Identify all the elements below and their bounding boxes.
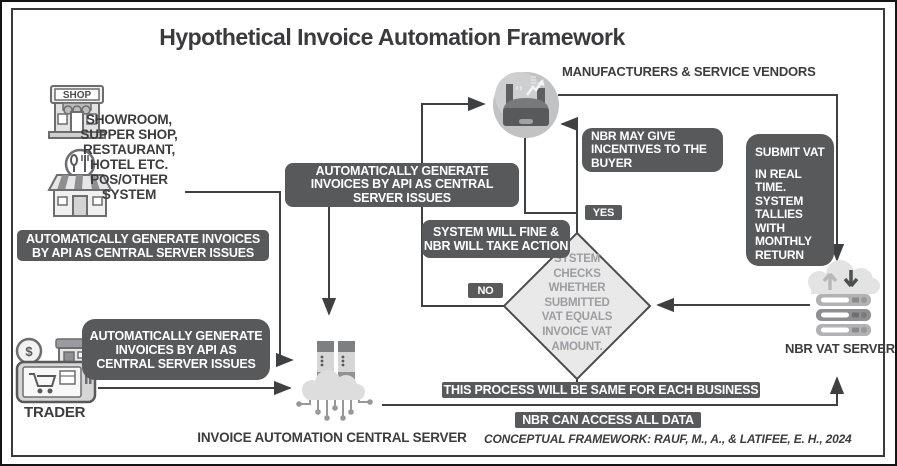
- page-title: Hypothetical Invoice Automation Framewor…: [159, 24, 625, 50]
- decision-diamond: [502, 231, 652, 381]
- box-nbr-incentives: NBR MAY GIVE INCENTIVES TO THE BUYER: [582, 128, 723, 172]
- flow-pos-to-central-server: [185, 191, 294, 368]
- coin-dollar-glyph: $: [25, 344, 33, 359]
- bar-nbr-access: NBR CAN ACCESS ALL DATA: [515, 412, 701, 428]
- attribution-text: CONCEPTUAL FRAMEWORK: RAUF, M., A., & LA…: [484, 432, 852, 446]
- flow-central-server-to-nbr-server: [382, 376, 845, 406]
- trader-icon: $: [15, 337, 97, 404]
- factory-icon: [493, 72, 559, 138]
- shop-icon: SHOP: [48, 85, 106, 139]
- yes-branch-label: YES: [585, 205, 622, 220]
- flow-factory-to-diamond: [524, 138, 576, 214]
- shop-sign-text: SHOP: [63, 90, 92, 101]
- box-central-auto-invoice: AUTOMATICALLY GENERATE INVOICES BY API A…: [285, 163, 519, 207]
- manufacturers-label: MANUFACTURERS & SERVICE VENDORS: [562, 64, 816, 79]
- submit-vat-body: IN REAL TIME. SYSTEM TALLIES WITH MONTHL…: [755, 166, 812, 262]
- bar-same-process: THIS PROCESS WILL BE SAME FOR EACH BUSIN…: [442, 382, 760, 398]
- central-server-icon: [296, 341, 373, 421]
- box-submit-vat: SUBMIT VAT IN REAL TIME. SYSTEM TALLIES …: [746, 134, 834, 266]
- box-system-fine: SYSTEM WILL FINE & NBR WILL TAKE ACTION: [422, 220, 570, 258]
- shops-label: SHOWROOM, SUPPER SHOP, RESTAURANT, HOTEL…: [80, 112, 178, 202]
- restaurant-icon: [47, 148, 113, 217]
- nbr-vat-server-label: NBR VAT SERVER: [785, 341, 895, 356]
- nbr-vat-server-icon: [808, 260, 880, 336]
- no-branch-label: NO: [468, 283, 503, 298]
- trader-label: TRADER: [24, 404, 86, 421]
- flow-yes-to-factory: [560, 116, 579, 233]
- central-server-label: INVOICE AUTOMATION CENTRAL SERVER: [197, 430, 467, 445]
- flow-factory-to-nbr-server: [558, 94, 845, 262]
- box-trader-auto-invoice: AUTOMATICALLY GENERATE INVOICES BY API A…: [82, 319, 270, 380]
- diagram-frame: [11, 8, 885, 457]
- decision-diamond-text: SYSTEM CHECKS WHETHER SUBMITTED VAT EQUA…: [541, 253, 613, 353]
- box-shops-auto-invoice: AUTOMATICALLY GENERATE INVOICES BY API A…: [17, 230, 269, 261]
- submit-vat-heading: SUBMIT VAT: [755, 145, 825, 159]
